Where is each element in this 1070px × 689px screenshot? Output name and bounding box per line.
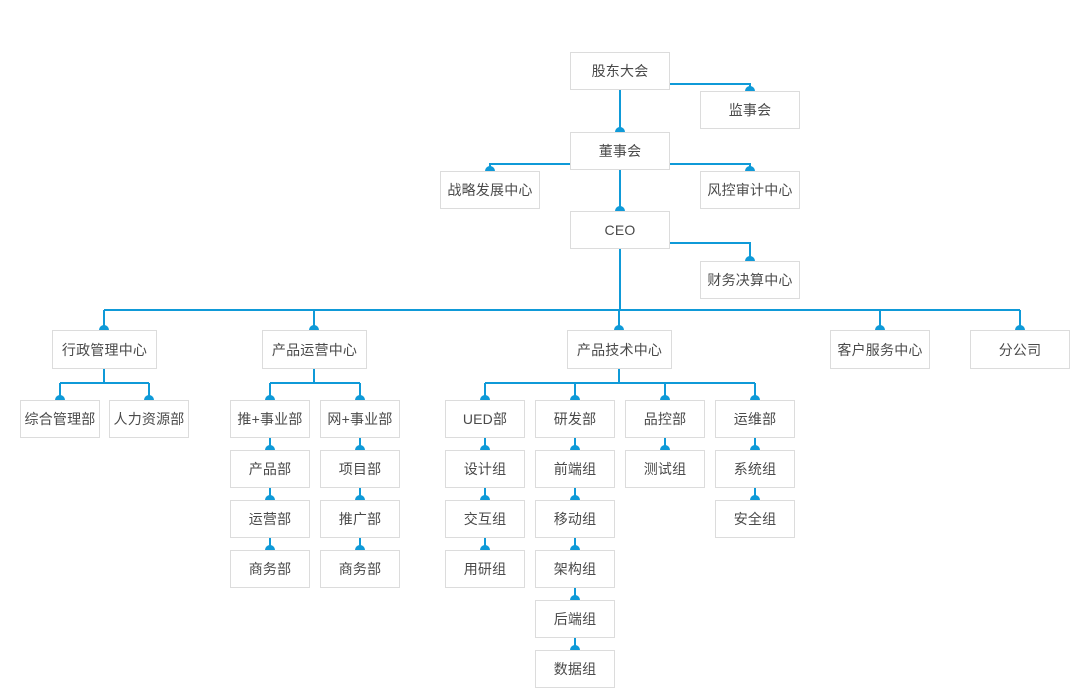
org-node-label: 系统组	[733, 461, 777, 477]
org-node-product-ops-center[interactable]: 产品运营中心	[262, 330, 367, 369]
org-node-label: 设计组	[463, 461, 507, 477]
org-node-business-dept-1[interactable]: 商务部	[230, 550, 310, 588]
ceo-to-finance	[670, 242, 751, 261]
org-node-riskaudit[interactable]: 风控审计中心	[700, 171, 800, 209]
org-node-security-group[interactable]: 安全组	[715, 500, 795, 538]
org-node-hr[interactable]: 人力资源部	[109, 400, 189, 438]
org-node-architecture-group[interactable]: 架构组	[535, 550, 615, 588]
org-node-backend-group[interactable]: 后端组	[535, 600, 615, 638]
org-node-label: 用研组	[463, 561, 507, 577]
org-node-strategy[interactable]: 战略发展中心	[440, 171, 540, 209]
org-node-ops-dept[interactable]: 运营部	[230, 500, 310, 538]
org-node-finance[interactable]: 财务决算中心	[700, 261, 800, 299]
org-node-interaction-group[interactable]: 交互组	[445, 500, 525, 538]
org-node-promotion-dept[interactable]: 推广部	[320, 500, 400, 538]
org-node-mobile-group[interactable]: 移动组	[535, 500, 615, 538]
org-node-system-group[interactable]: 系统组	[715, 450, 795, 488]
org-node-branch-company[interactable]: 分公司	[970, 330, 1070, 369]
org-node-label: 研发部	[553, 411, 597, 427]
shareholders-to-supervisory	[670, 83, 751, 91]
org-node-label: 商务部	[248, 561, 292, 577]
org-node-test-group[interactable]: 测试组	[625, 450, 705, 488]
org-node-label: 产品技术中心	[576, 341, 663, 358]
org-node-label: 安全组	[733, 511, 777, 527]
board-to-riskaudit	[670, 163, 751, 171]
org-node-label: 产品部	[248, 461, 292, 477]
org-node-label: 数据组	[553, 661, 597, 677]
org-node-label: 监事会	[728, 102, 772, 118]
org-node-label: 股东大会	[591, 63, 649, 79]
org-node-wang-bu[interactable]: 网+事业部	[320, 400, 400, 438]
org-node-label: 运营部	[248, 511, 292, 527]
org-node-ops-maint-dept[interactable]: 运维部	[715, 400, 795, 438]
org-node-label: 客户服务中心	[837, 341, 923, 358]
org-node-label: 人力资源部	[113, 411, 185, 427]
org-node-label: 产品运营中心	[271, 341, 358, 358]
org-node-general-admin[interactable]: 综合管理部	[20, 400, 100, 438]
org-node-label: 综合管理部	[24, 411, 96, 427]
org-node-customer-service-center[interactable]: 客户服务中心	[830, 330, 930, 369]
org-node-shareholders[interactable]: 股东大会	[570, 52, 670, 90]
org-node-label: 风控审计中心	[707, 182, 793, 198]
org-node-label: 网+事业部	[327, 411, 393, 427]
org-node-label: 测试组	[643, 461, 687, 477]
org-node-frontend-group[interactable]: 前端组	[535, 450, 615, 488]
org-node-project-dept[interactable]: 项目部	[320, 450, 400, 488]
org-node-label: 推+事业部	[237, 411, 303, 427]
org-node-design-group[interactable]: 设计组	[445, 450, 525, 488]
org-node-board[interactable]: 董事会	[570, 132, 670, 170]
org-node-business-dept-2[interactable]: 商务部	[320, 550, 400, 588]
org-node-label: 分公司	[998, 341, 1042, 358]
org-node-label: 移动组	[553, 511, 597, 527]
org-node-qa-dept[interactable]: 品控部	[625, 400, 705, 438]
org-node-label: 交互组	[463, 511, 507, 527]
org-node-label: 前端组	[553, 461, 597, 477]
org-node-label: 架构组	[553, 561, 597, 577]
org-node-data-group[interactable]: 数据组	[535, 650, 615, 688]
org-node-label: 财务决算中心	[707, 272, 793, 288]
org-node-supervisory[interactable]: 监事会	[700, 91, 800, 129]
org-node-user-research-group[interactable]: 用研组	[445, 550, 525, 588]
org-node-ceo[interactable]: CEO	[570, 211, 670, 249]
org-node-label: 推广部	[338, 511, 382, 527]
org-node-label: 后端组	[553, 611, 597, 627]
org-node-label: 行政管理中心	[61, 341, 148, 358]
org-node-label: 运维部	[733, 411, 777, 427]
org-node-label: 战略发展中心	[447, 182, 533, 198]
org-node-product-dept[interactable]: 产品部	[230, 450, 310, 488]
org-node-label: CEO	[604, 222, 636, 238]
org-node-label: 董事会	[598, 143, 642, 159]
org-node-admin-center[interactable]: 行政管理中心	[52, 330, 157, 369]
board-to-strategy	[489, 163, 570, 171]
org-node-ued-dept[interactable]: UED部	[445, 400, 525, 438]
org-node-label: 项目部	[338, 461, 382, 477]
org-node-label: UED部	[462, 411, 508, 427]
org-node-label: 品控部	[643, 411, 687, 427]
org-node-label: 商务部	[338, 561, 382, 577]
org-node-tui-bu[interactable]: 推+事业部	[230, 400, 310, 438]
org-node-product-tech-center[interactable]: 产品技术中心	[567, 330, 672, 369]
org-node-rnd-dept[interactable]: 研发部	[535, 400, 615, 438]
